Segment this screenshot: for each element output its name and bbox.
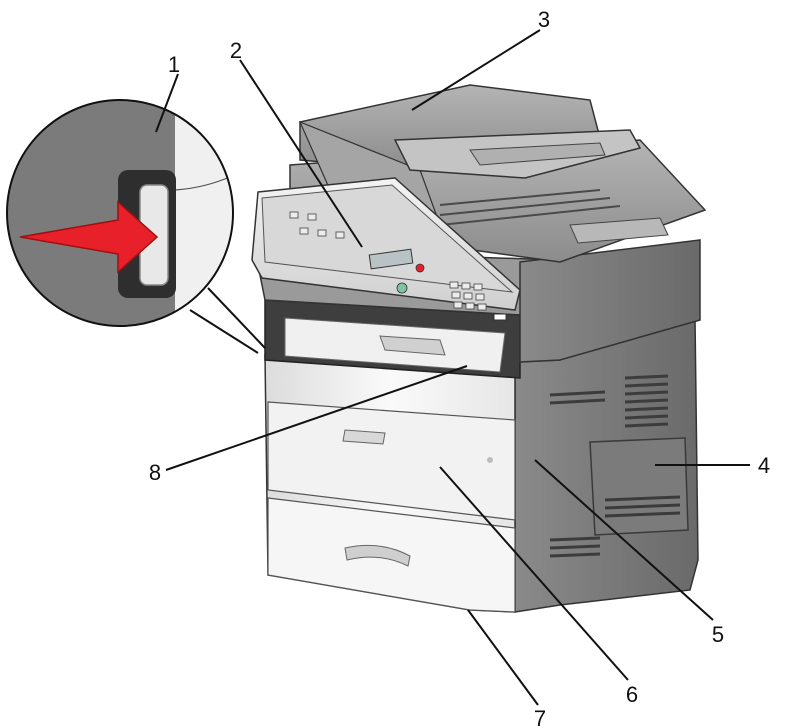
side-access-door: [589, 437, 689, 536]
callout-labels: 1 2 3 4 5 6 7 8: [149, 7, 770, 728]
push-arrow-icon: [19, 200, 159, 274]
side-vent: [549, 374, 669, 558]
lcd-display: [368, 248, 414, 270]
paper-stop: [379, 335, 446, 356]
adf-output-stop: [569, 217, 669, 244]
status-light: [487, 457, 493, 463]
control-panel-face: [261, 184, 514, 293]
front-door: [267, 401, 516, 521]
door-vent: [604, 495, 681, 518]
callout-5: 5: [712, 622, 724, 647]
callout-6: 6: [626, 682, 638, 707]
leader-lines: [155, 29, 750, 706]
callout-4: 4: [758, 453, 770, 478]
printer: [251, 84, 707, 613]
keypad: [289, 211, 487, 311]
inset-connector-top: [207, 287, 266, 349]
paper-tray-handle: [344, 544, 411, 567]
start-button[interactable]: [396, 282, 408, 294]
adf-tray-extension: [469, 142, 606, 166]
inset-connector-bottom: [189, 309, 259, 354]
callout-7: 7: [534, 706, 546, 728]
scanner-base-right: [519, 239, 701, 363]
callout-8: 8: [149, 460, 161, 485]
callout-3: 3: [538, 7, 550, 32]
inset-detail: [6, 99, 266, 354]
stop-button[interactable]: [415, 263, 425, 273]
callout-2: 2: [230, 38, 242, 63]
inset-circle: [6, 99, 234, 327]
adf-output-lines: [439, 189, 621, 226]
front-door-handle: [342, 429, 386, 445]
callout-1: 1: [168, 52, 180, 77]
usb-port: [493, 313, 507, 321]
